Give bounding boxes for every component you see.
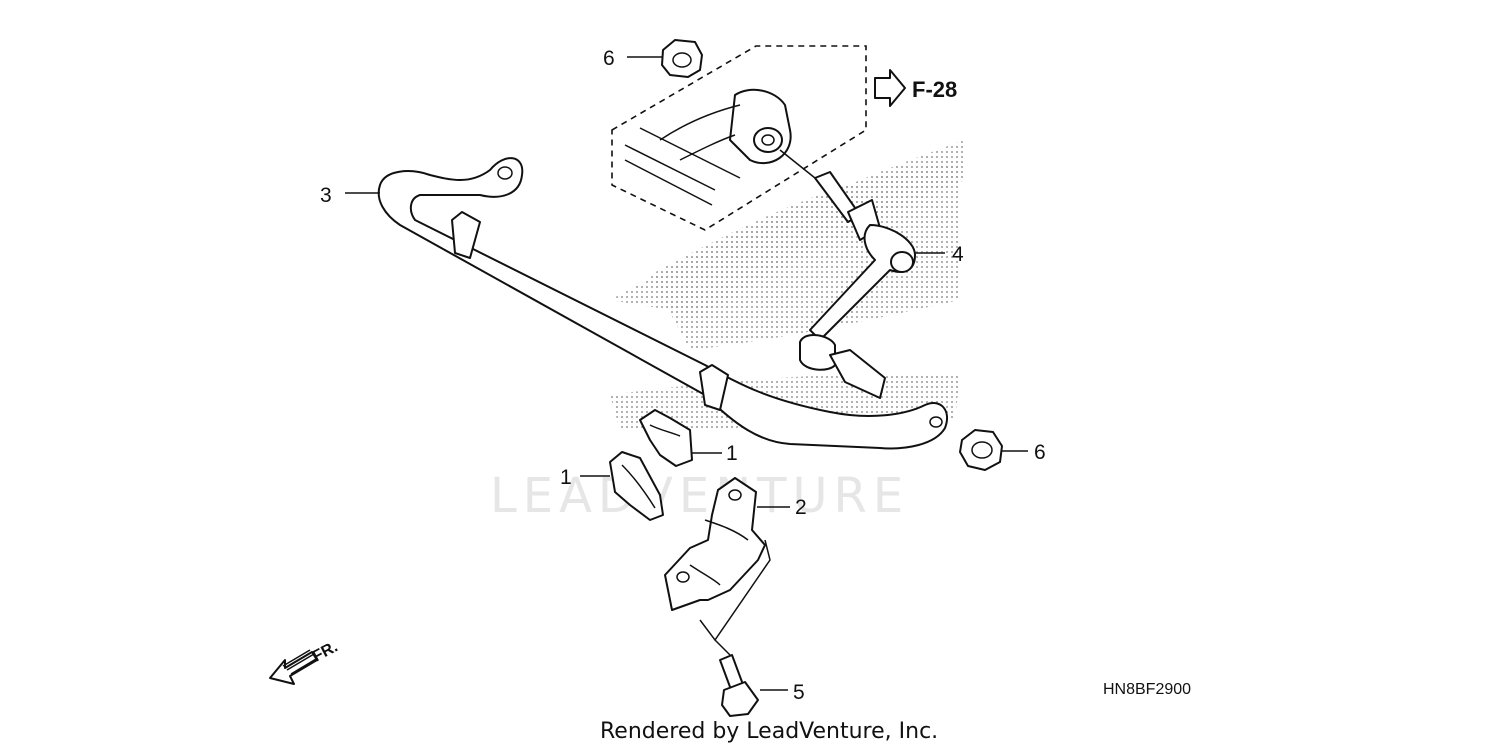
leader-lines <box>345 56 1028 691</box>
diagram-code: HN8BF2900 <box>1103 681 1191 698</box>
callout-bushing-lower: 1 <box>560 466 572 489</box>
callout-bolt: 5 <box>793 681 805 704</box>
stabilizer-holder <box>664 477 766 611</box>
front-arrow <box>269 649 318 685</box>
watermark-text: LEADVENTURE <box>490 468 909 524</box>
reference-arrow <box>874 69 906 107</box>
stabilizer-link <box>799 171 916 399</box>
callout-link: 4 <box>952 243 964 266</box>
callout-nut-top: 6 <box>603 47 615 70</box>
watermark-wing-shape <box>610 140 965 430</box>
nut-top <box>661 39 703 78</box>
callout-stabilizer: 3 <box>320 184 332 207</box>
callout-bushing-upper: 1 <box>726 442 738 465</box>
nut-right <box>959 429 1003 471</box>
frame-reference-box <box>611 45 867 231</box>
callout-holder: 2 <box>795 496 807 519</box>
bushing-upper <box>639 409 693 467</box>
footer-credit: Rendered by LeadVenture, Inc. <box>600 719 938 744</box>
callout-nut-right: 6 <box>1034 441 1046 464</box>
reference-label: F-28 <box>912 77 957 102</box>
bushing-lower <box>609 451 664 521</box>
stabilizer-bar <box>377 157 948 450</box>
flange-bolt <box>719 654 759 717</box>
